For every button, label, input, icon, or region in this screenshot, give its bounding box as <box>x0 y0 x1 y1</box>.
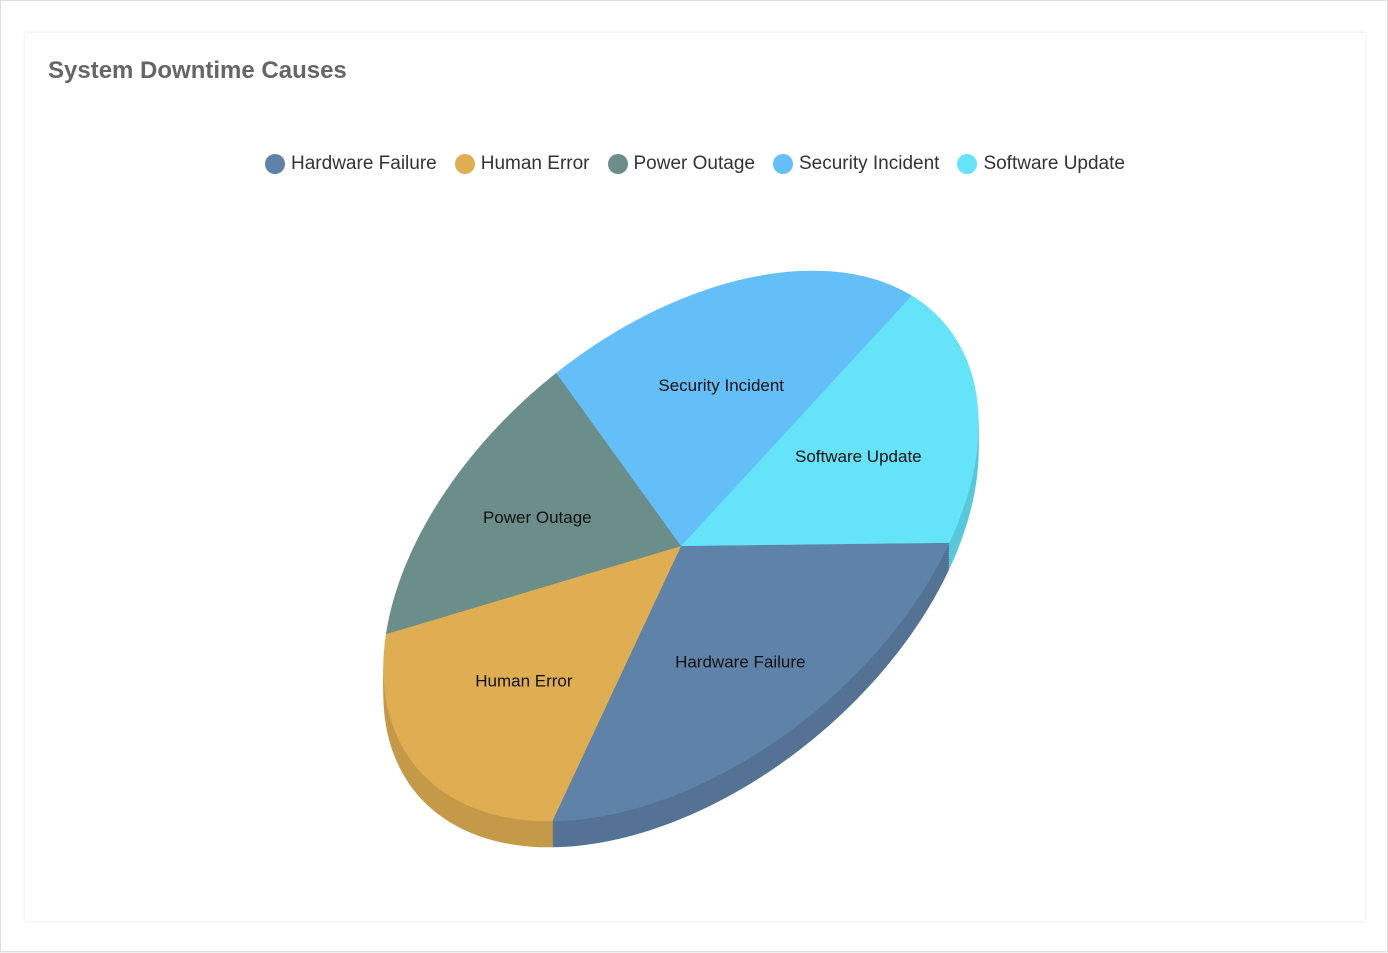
legend-item[interactable]: Security Incident <box>772 153 940 175</box>
slice-label: Human Error <box>475 672 573 691</box>
legend-swatch <box>265 154 286 174</box>
pie-slice[interactable] <box>383 546 681 822</box>
legend-item[interactable]: Power Outage <box>607 153 755 175</box>
legend-swatch <box>454 154 475 174</box>
legend: Hardware Failure Human Error Power Outage S… <box>25 153 1365 175</box>
legend-item[interactable]: Hardware Failure <box>265 153 437 175</box>
legend-label: Hardware Failure <box>291 153 437 174</box>
legend-label: Power Outage <box>633 153 755 174</box>
pie-slice[interactable] <box>552 542 950 822</box>
legend-label: Human Error <box>480 153 590 174</box>
pie-slice[interactable] <box>385 372 681 635</box>
legend-swatch <box>772 154 793 174</box>
slice-label: Security Incident <box>658 376 784 395</box>
slice-label: Software Update <box>795 447 922 466</box>
legend-label: Security Incident <box>798 153 940 174</box>
pie-slice[interactable] <box>681 295 979 546</box>
legend-label: Software Update <box>983 153 1125 174</box>
legend-swatch <box>607 154 628 174</box>
pie-slice[interactable] <box>556 270 912 546</box>
legend-swatch <box>957 154 978 174</box>
slice-label: Hardware Failure <box>675 652 805 671</box>
legend-item[interactable]: Human Error <box>454 153 590 175</box>
chart-title: System Downtime Causes <box>48 57 347 84</box>
slice-label: Power Outage <box>483 508 592 527</box>
legend-item[interactable]: Software Update <box>957 153 1125 175</box>
